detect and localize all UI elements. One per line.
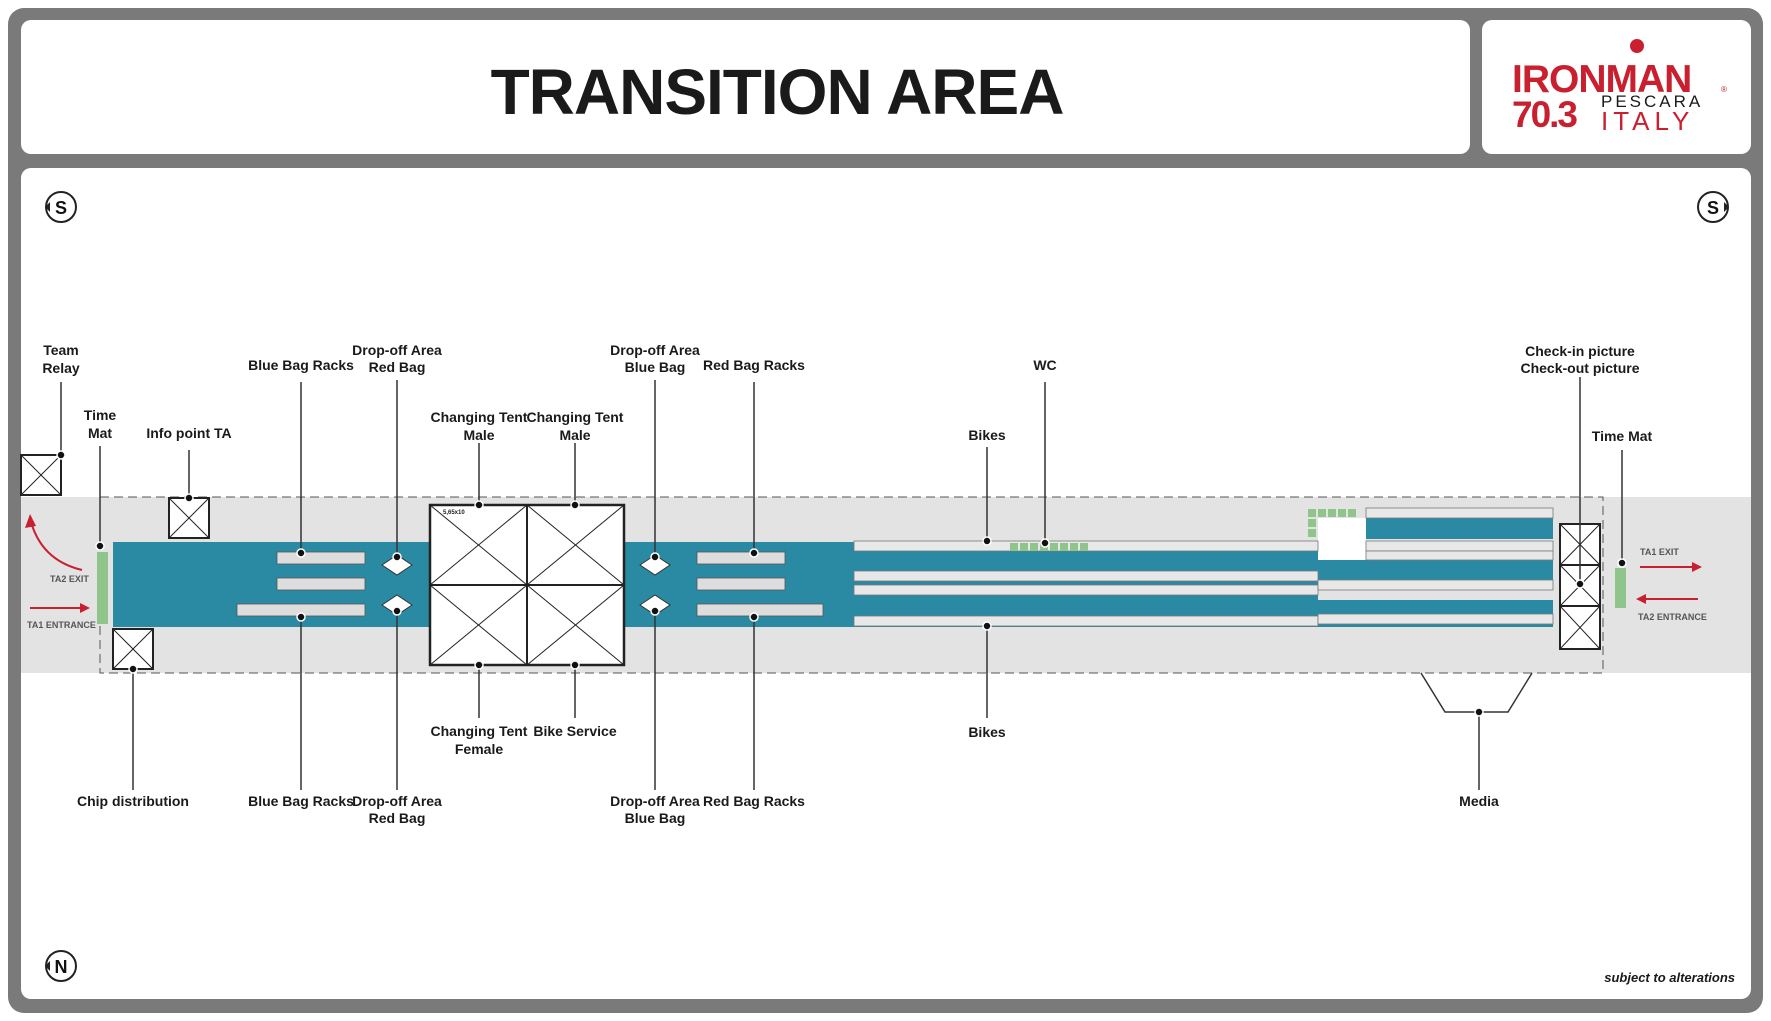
- compass-south-right-letter: S: [1707, 198, 1719, 218]
- logo-brand: IRONMAN: [1512, 58, 1691, 101]
- ta2-entrance-arrow: [1636, 594, 1698, 604]
- white-block: [1318, 518, 1366, 560]
- ta2-exit-arrow: [25, 514, 83, 571]
- label-checkin-picture: Check-in picture: [1525, 343, 1635, 359]
- label-tent-male-a-2: Male: [463, 427, 494, 443]
- label-tent-male-b-1: Changing Tent: [527, 409, 624, 425]
- footer-note: subject to alterations: [1604, 970, 1735, 985]
- logo-distance: 70.3: [1512, 94, 1577, 135]
- compass-south-left-letter: S: [55, 198, 67, 218]
- label-red-bag-racks-bottom: Red Bag Racks: [703, 793, 805, 809]
- info-point-box: [168, 497, 210, 539]
- label-dropoff-red-bottom-1: Drop-off Area: [352, 793, 442, 809]
- time-mat-left: [97, 552, 108, 624]
- label-dropoff-blue-top-2: Blue Bag: [625, 359, 686, 375]
- ta2-entrance-label: TA2 ENTRANCE: [1638, 612, 1707, 622]
- changing-tents: [428, 503, 626, 667]
- blue-bag-racks: [236, 551, 366, 617]
- label-blue-bag-racks-bottom: Blue Bag Racks: [248, 793, 354, 809]
- label-team-relay-1: Team: [43, 342, 79, 358]
- compass-south-left: S: [45, 191, 77, 223]
- label-checkout-picture: Check-out picture: [1520, 360, 1639, 376]
- label-blue-bag-racks-top: Blue Bag Racks: [248, 357, 354, 373]
- label-time-mat-left-1: Time: [84, 407, 117, 423]
- label-tent-female-1: Changing Tent: [431, 723, 528, 739]
- label-tent-male-a-1: Changing Tent: [431, 409, 528, 425]
- compass-south-right: S: [1697, 191, 1729, 223]
- label-info-point: Info point TA: [146, 425, 231, 441]
- label-bikes-bottom: Bikes: [968, 724, 1006, 740]
- ta2-exit-label: TA2 EXIT: [50, 574, 89, 584]
- header-panel: [21, 20, 1470, 154]
- time-mat-right: [1615, 568, 1626, 608]
- label-wc: WC: [1033, 357, 1056, 373]
- team-relay-box: [20, 454, 62, 496]
- logo-country: ITALY: [1601, 106, 1694, 136]
- ta1-exit-label: TA1 EXIT: [1640, 547, 1679, 557]
- compass-north: N: [45, 950, 77, 982]
- label-chip-distribution: Chip distribution: [77, 793, 189, 809]
- label-dropoff-blue-bottom-1: Drop-off Area: [610, 793, 700, 809]
- label-bikes-top: Bikes: [968, 427, 1006, 443]
- ta1-exit-arrow: [1640, 562, 1702, 572]
- label-dropoff-red-top-2: Red Bag: [369, 359, 426, 375]
- logo-registered: ®: [1721, 85, 1727, 94]
- label-red-bag-racks-top: Red Bag Racks: [703, 357, 805, 373]
- ta1-entrance-label: TA1 ENTRANCE: [27, 620, 96, 630]
- leader-lines: [60, 377, 1623, 790]
- ironman-logo: IRONMAN ® 70.3 PESCARA ITALY: [1512, 39, 1727, 136]
- page-title: TRANSITION AREA: [491, 56, 1064, 128]
- logo-panel: [1482, 20, 1751, 154]
- dropoff-blue-diamond-bottom: [639, 594, 671, 616]
- label-dropoff-red-bottom-2: Red Bag: [369, 810, 426, 826]
- logo-head-dot: [1630, 39, 1644, 53]
- lane-bikes: [854, 542, 1318, 627]
- lane-right-1: [1318, 518, 1553, 539]
- red-bag-racks: [696, 551, 824, 617]
- dropoff-red-diamond-top: [381, 554, 413, 576]
- compass-north-letter: N: [55, 957, 68, 977]
- lane-right-2: [1318, 560, 1553, 580]
- label-dropoff-blue-bottom-2: Blue Bag: [625, 810, 686, 826]
- chip-distribution-box: [112, 628, 154, 670]
- label-bike-service: Bike Service: [533, 723, 616, 739]
- label-tent-female-2: Female: [455, 741, 503, 757]
- tent-size-label: 5,65x10: [443, 510, 465, 516]
- dropoff-blue-diamond-top: [639, 554, 671, 576]
- dropoff-red-diamond-bottom: [381, 594, 413, 616]
- label-dropoff-blue-top-1: Drop-off Area: [610, 342, 700, 358]
- ta1-entrance-arrow: [30, 603, 90, 613]
- label-dropoff-red-top-1: Drop-off Area: [352, 342, 442, 358]
- logo-city: PESCARA: [1601, 92, 1703, 111]
- label-media: Media: [1459, 793, 1499, 809]
- marker-dots: [56, 450, 1627, 717]
- label-team-relay-2: Relay: [42, 360, 80, 376]
- label-tent-male-b-2: Male: [559, 427, 590, 443]
- label-time-mat-left-2: Mat: [88, 425, 112, 441]
- label-time-mat-right: Time Mat: [1592, 428, 1653, 444]
